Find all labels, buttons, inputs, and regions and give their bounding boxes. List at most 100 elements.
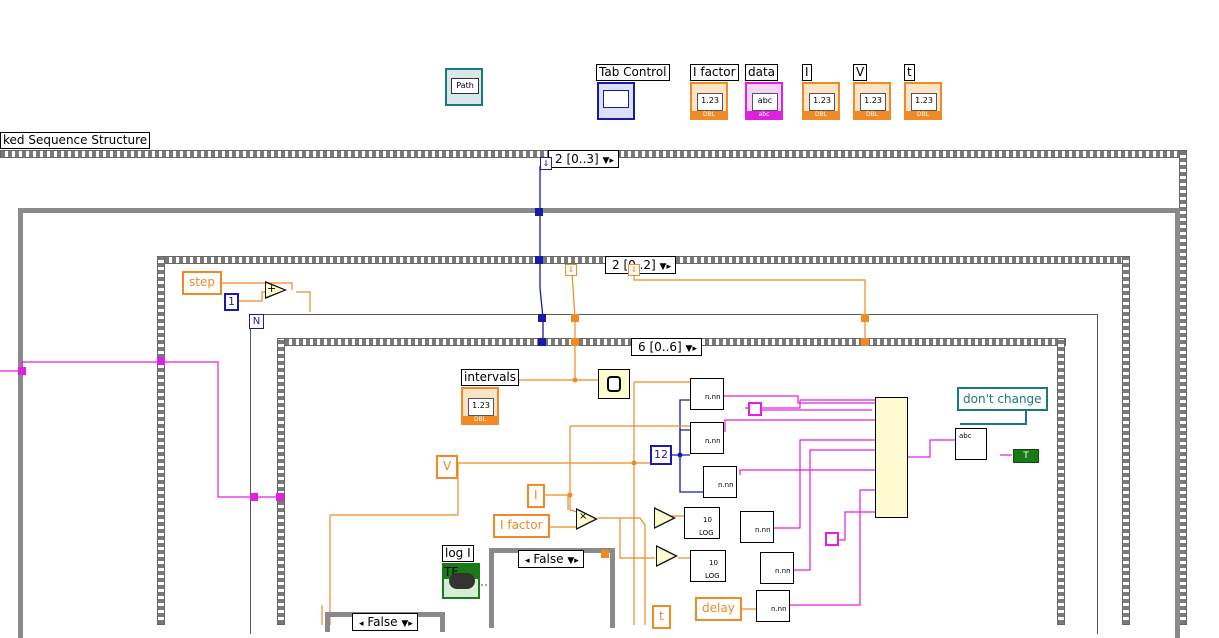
- while-loop-frame: [18, 208, 1180, 638]
- fmt-label: n.nn: [705, 437, 721, 445]
- intervals-label: intervals: [461, 369, 520, 386]
- tab-control-terminal[interactable]: [597, 82, 635, 120]
- log-label-1: LOG: [699, 529, 714, 537]
- format-function-2[interactable]: n.nn: [690, 422, 724, 454]
- for-loop-n-label: N: [252, 316, 261, 327]
- v-value: 1.23: [860, 93, 886, 111]
- outer-sequence-selector[interactable]: 2 [0..3] ▼▸: [548, 150, 619, 168]
- toggle-icon: [449, 573, 475, 589]
- log-function-2[interactable]: 10 LOG: [690, 550, 726, 582]
- dont-change-tail: [960, 411, 1027, 425]
- i-factor-type: DBL: [692, 111, 726, 118]
- string-constant-icon-1[interactable]: [748, 402, 762, 416]
- add-sign-icon: +: [267, 282, 277, 295]
- intervals-type: DBL: [463, 416, 497, 423]
- multiply-sign-icon: ×: [579, 511, 588, 522]
- frame-dropdown-icon: ▼▸: [659, 262, 671, 272]
- sequence-local-blue-icon: ⇓: [540, 157, 552, 170]
- intervals-terminal[interactable]: 1.23 DBL: [461, 387, 499, 425]
- i-factor-terminal[interactable]: 1.23 DBL: [690, 82, 728, 120]
- outer-sequence-label: ked Sequence Structure: [0, 132, 151, 149]
- i-factor-value: 1.23: [697, 93, 723, 111]
- wires: [0, 166, 1012, 625]
- data-value: abc: [752, 93, 778, 111]
- log-ten-2: 10: [709, 559, 718, 567]
- wait-function-icon[interactable]: [598, 369, 630, 399]
- tab-control-icon: [603, 90, 629, 108]
- numeric-12-value: 12: [654, 448, 668, 461]
- fmt-label: n.nn: [705, 393, 721, 401]
- case-value-1: False: [533, 552, 564, 566]
- innermost-sequence-selector[interactable]: 6 [0..6] ▼▸: [631, 338, 702, 356]
- frame-dropdown-icon: ▼▸: [685, 344, 697, 354]
- i-factor-label: I factor: [690, 64, 739, 81]
- case-selector-1[interactable]: ◂ False ▼▸: [518, 550, 584, 568]
- case-dropdown-icon: ▼▸: [567, 556, 579, 566]
- const-1-value: 1: [228, 295, 235, 308]
- case-selector-2[interactable]: ◂ False ▼▸: [352, 613, 418, 631]
- data-terminal[interactable]: abc abc: [745, 82, 783, 120]
- case-dropdown-icon: ▼▸: [401, 619, 413, 629]
- delay-constant[interactable]: delay: [695, 597, 742, 621]
- format-function-4[interactable]: n.nn: [740, 511, 774, 543]
- format-function-6[interactable]: n.nn: [756, 590, 790, 622]
- path-icon: Path: [451, 78, 479, 94]
- log-ten-1: 10: [703, 516, 712, 524]
- i-type: DBL: [804, 111, 838, 118]
- tab-control-label: Tab Control: [596, 64, 670, 81]
- t-constant[interactable]: t: [652, 605, 671, 629]
- t-value: 1.23: [911, 93, 937, 111]
- string-constant-icon-2[interactable]: [825, 532, 839, 546]
- format-function-3[interactable]: n.nn: [703, 466, 737, 498]
- sequence-local-orange-icon: ⇓: [565, 264, 577, 276]
- v-label: V: [853, 64, 868, 81]
- v-type: DBL: [855, 111, 889, 118]
- numeric-12-constant[interactable]: 12: [650, 445, 672, 465]
- dont-change-value: don't change: [963, 392, 1042, 406]
- t-terminal[interactable]: 1.23 DBL: [904, 82, 942, 120]
- innermost-sequence-frame: 6 [0..6]: [638, 340, 682, 354]
- dont-change-constant[interactable]: don't change: [957, 387, 1048, 411]
- t-type: DBL: [906, 111, 940, 118]
- match-text: abc: [959, 432, 972, 440]
- i-constant[interactable]: I: [527, 484, 545, 508]
- fmt-label: n.nn: [718, 481, 734, 489]
- i-factor-constant[interactable]: I factor: [493, 514, 550, 538]
- case-selector-terminal-1: [601, 550, 609, 558]
- path-label: Path: [456, 81, 474, 90]
- i-value: 1.23: [809, 93, 835, 111]
- i-label: I: [802, 64, 812, 81]
- case-prev-icon: ◂: [525, 556, 530, 566]
- frame-dropdown-icon: ▼▸: [602, 156, 614, 166]
- match-pattern-function[interactable]: abc: [955, 428, 987, 460]
- v-terminal[interactable]: 1.23 DBL: [853, 82, 891, 120]
- data-type: abc: [747, 111, 781, 118]
- const-1[interactable]: 1: [224, 293, 239, 311]
- for-loop-n-terminal[interactable]: N: [249, 314, 264, 329]
- for-loop-frame: [250, 314, 1098, 634]
- format-function-5[interactable]: n.nn: [760, 552, 794, 584]
- log-i-label: log I: [442, 545, 474, 562]
- absolute-value-inner-1: [655, 509, 673, 527]
- path-terminal[interactable]: Path: [445, 68, 483, 106]
- format-function-1[interactable]: n.nn: [690, 378, 724, 410]
- intervals-value: 1.23: [468, 398, 494, 416]
- case-prev-icon: ◂: [359, 619, 364, 629]
- step-constant[interactable]: step: [182, 271, 222, 295]
- t-label: t: [904, 64, 915, 81]
- clock-icon: [607, 376, 621, 392]
- i-terminal[interactable]: 1.23 DBL: [802, 82, 840, 120]
- v-constant[interactable]: V: [436, 455, 459, 479]
- log-i-terminal[interactable]: TF: [442, 563, 480, 599]
- fmt-label: n.nn: [771, 605, 787, 613]
- concatenate-strings-icon[interactable]: [875, 397, 908, 518]
- log-label-2: LOG: [705, 572, 720, 580]
- true-constant[interactable]: T: [1013, 449, 1039, 463]
- fmt-label: n.nn: [775, 567, 791, 575]
- multiply-function-inner: [577, 510, 595, 528]
- absolute-value-inner-2: [657, 547, 675, 565]
- data-label: data: [745, 64, 779, 81]
- true-constant-value: T: [1023, 451, 1029, 461]
- fmt-label: n.nn: [755, 526, 771, 534]
- log-function-1[interactable]: 10 LOG: [684, 507, 720, 539]
